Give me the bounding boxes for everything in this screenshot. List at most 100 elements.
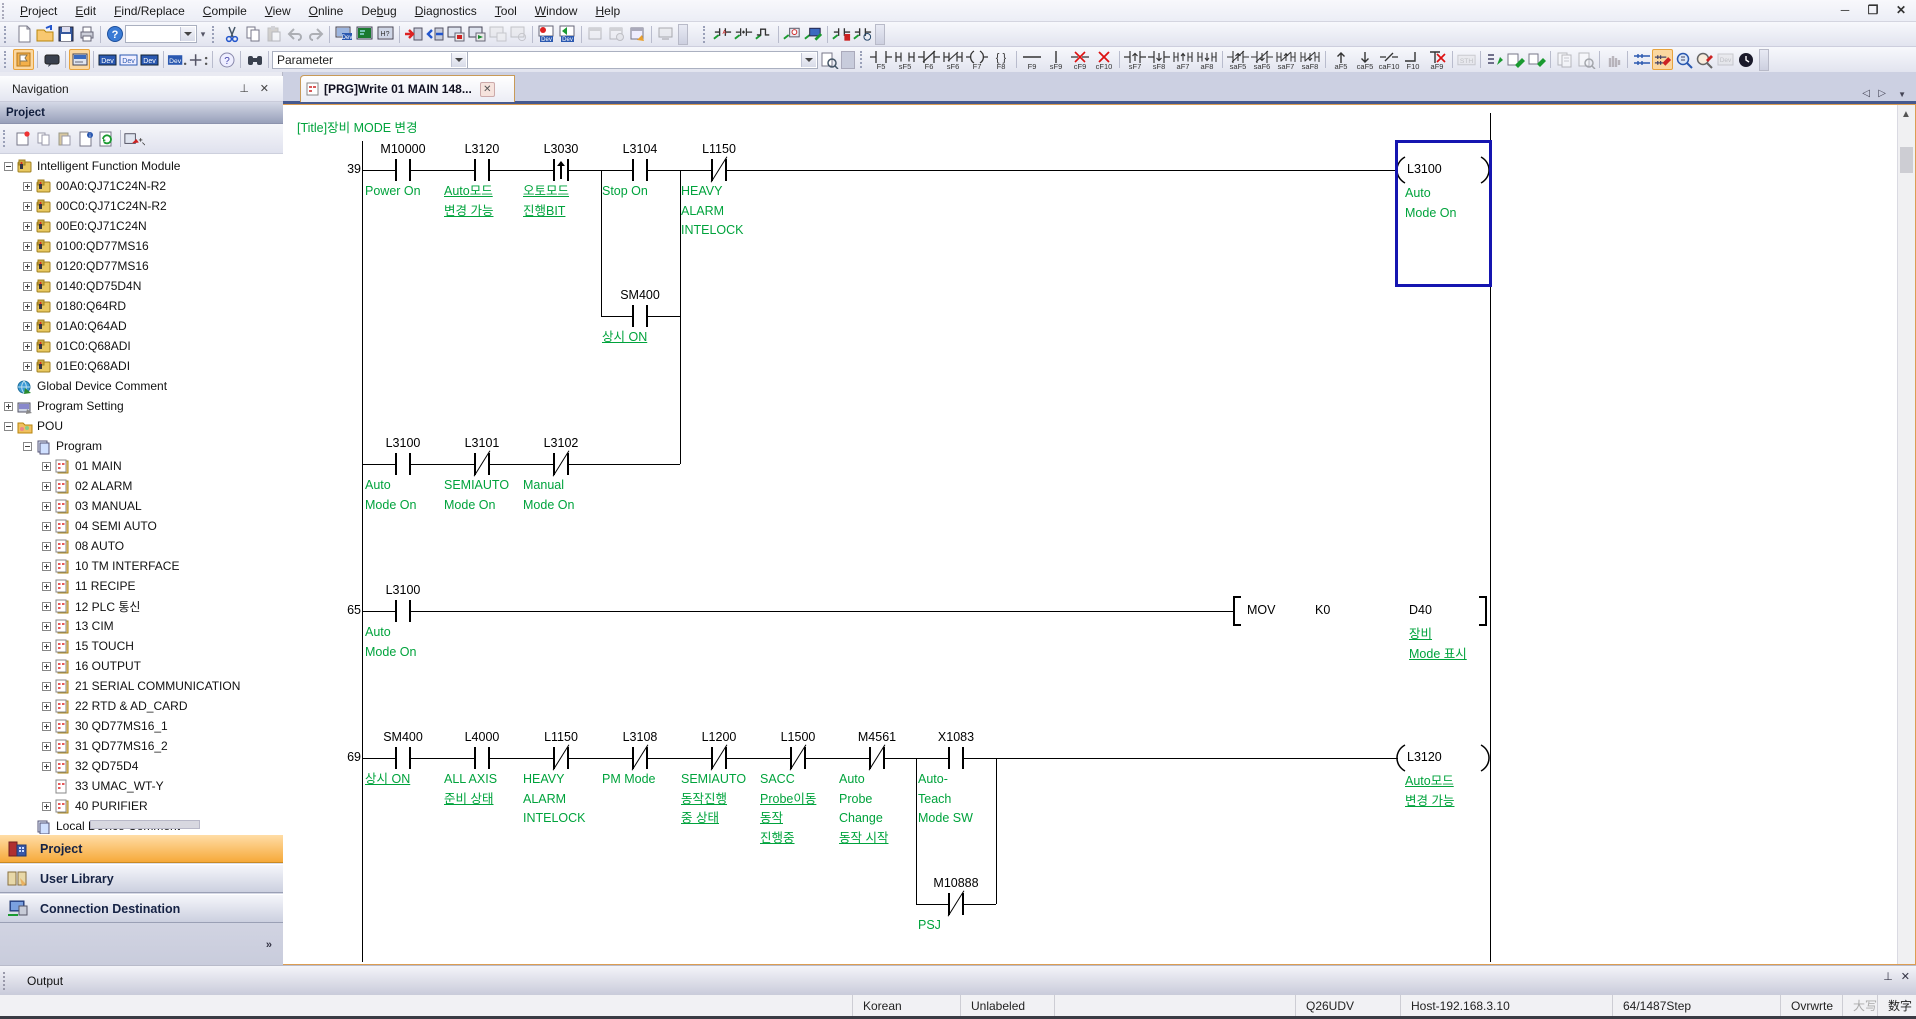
ladder-symbol-ppdn-button[interactable]: aF8 (1195, 48, 1219, 71)
tree-item-0180-q64rd[interactable]: 0180:Q64RD (23, 296, 126, 316)
tree-item-21-serial-communication[interactable]: 21 SERIAL COMMUNICATION (42, 676, 240, 696)
find-binoculars-icon[interactable] (244, 49, 265, 70)
monitor-a-icon[interactable] (487, 24, 508, 45)
tree-expand-box[interactable] (42, 581, 51, 591)
ladder-symbol-pnc-button[interactable]: sF6 (941, 48, 965, 71)
contact-L3102[interactable] (553, 453, 569, 475)
tree-item-00a0-qj71c24n-r2[interactable]: 00A0:QJ71C24N-R2 (23, 176, 166, 196)
refresh-icon[interactable] (96, 128, 117, 149)
sidebar-button-connection-destination[interactable]: Connection Destination (0, 894, 283, 923)
more-panels-chevron[interactable]: » (265, 939, 272, 951)
contact-M10888[interactable] (948, 893, 964, 915)
tree-expand-box[interactable] (42, 521, 51, 531)
open-project-icon[interactable] (34, 24, 55, 45)
read-from-plc-icon[interactable] (424, 24, 445, 45)
tree-item-11-recipe[interactable]: 11 RECIPE (42, 576, 135, 596)
ladder-symbol-nc-button[interactable]: F6 (917, 48, 941, 71)
contact-L1200[interactable] (711, 747, 727, 769)
contact-L4000[interactable] (474, 747, 490, 769)
tree-horizontal-scrollbar[interactable] (90, 820, 200, 829)
ladder-symbol-pno-button[interactable]: sF5 (893, 48, 917, 71)
docs-icon[interactable] (1554, 49, 1575, 70)
close-panel-icon[interactable]: ✕ (259, 83, 269, 95)
tree-expand-box[interactable] (42, 721, 51, 731)
contact-M10000[interactable] (395, 159, 411, 181)
window2-icon[interactable] (606, 24, 627, 45)
menu-edit[interactable]: Edit (75, 3, 97, 18)
tree-expand-box[interactable] (23, 361, 32, 371)
find-combo[interactable] (468, 50, 818, 69)
tab-prg-main[interactable]: [PRG]Write 01 MAIN 148... ✕ (300, 75, 515, 102)
watch-monitor-icon[interactable]: H? (375, 24, 396, 45)
tree-expand-box[interactable] (42, 741, 51, 751)
contact-L1150[interactable] (553, 747, 569, 769)
menu-debug[interactable]: Debug (361, 3, 397, 18)
print-icon[interactable] (76, 24, 97, 45)
crosshair-icon[interactable] (188, 49, 209, 70)
tree-item-02-alarm[interactable]: 02 ALARM (42, 476, 132, 496)
tree-expand-box[interactable] (23, 201, 32, 211)
undo-icon[interactable] (284, 24, 305, 45)
tree-item-31-qd77ms16-2[interactable]: 31 QD77MS16_2 (42, 736, 168, 756)
ladder-lines-icon[interactable] (1631, 49, 1652, 70)
tree-expand-box[interactable] (42, 561, 51, 571)
navigation-flag-icon[interactable] (13, 49, 34, 70)
devdot-icon[interactable]: Dev (167, 49, 188, 70)
ladder-symbol-pdn-button[interactable]: sF8 (1147, 48, 1171, 71)
device-red-icon[interactable]: Dev (536, 24, 557, 45)
monitor-stop-icon[interactable] (466, 24, 487, 45)
tree-expand-box[interactable] (42, 681, 51, 691)
paste-item-icon[interactable] (54, 128, 75, 149)
tree-expand-box[interactable] (23, 181, 32, 191)
contact-L3100[interactable] (395, 453, 411, 475)
tree-expand-box[interactable] (4, 161, 13, 171)
minimize-button[interactable]: ─ (1840, 3, 1850, 17)
tree-item-00c0-qj71c24n-r2[interactable]: 00C0:QJ71C24N-R2 (23, 196, 167, 216)
tree-expand-box[interactable] (23, 321, 32, 331)
menu-window[interactable]: Window (534, 3, 578, 18)
tree-item-12-plc-[interactable]: 12 PLC 통신 (42, 596, 140, 616)
tree-expand-box[interactable] (42, 461, 51, 471)
sidebar-button-user-library[interactable]: User Library (0, 864, 283, 893)
ladder-symbol-ppupn-button[interactable]: saF7 (1274, 48, 1298, 71)
tree-expand-box[interactable] (23, 441, 32, 451)
monitor-window-icon[interactable] (69, 49, 90, 70)
dev-gray-icon[interactable]: Dev (1715, 49, 1736, 70)
coil-symbol-L3120[interactable] (1395, 743, 1491, 776)
help2-icon[interactable]: ? (216, 49, 237, 70)
ladder-symbol-pupn-button[interactable]: saF5 (1226, 48, 1250, 71)
ladder-edit-icon[interactable] (1652, 49, 1673, 70)
ladder-symbol-delx-button[interactable]: caF10 (1377, 48, 1401, 71)
ladder-symbol-no-button[interactable]: F5 (869, 48, 893, 71)
redo-icon[interactable] (305, 24, 326, 45)
tree-expand-box[interactable] (42, 621, 51, 631)
menu-findreplace[interactable]: Find/Replace (114, 3, 185, 18)
tree-expand-box[interactable] (23, 261, 32, 271)
device-test-icon[interactable] (782, 24, 803, 45)
contact-mag-icon[interactable] (852, 24, 873, 45)
dev3-icon[interactable]: Dev (139, 49, 160, 70)
doc-mag-icon[interactable] (818, 49, 839, 70)
cut-icon[interactable] (221, 24, 242, 45)
tree-expand-box[interactable] (42, 481, 51, 491)
ladder-symbol-coil-button[interactable]: F7 (965, 48, 989, 71)
tree-expand-box[interactable] (42, 501, 51, 511)
output-close-icon[interactable]: ✕ (1900, 971, 1910, 983)
tree-expand-box[interactable] (42, 661, 51, 671)
ladder-symbol-inst-button[interactable]: { }F8 (995, 52, 1007, 71)
tree-item-13-cim[interactable]: 13 CIM (42, 616, 114, 636)
sth-icon[interactable]: STH (1456, 49, 1477, 70)
window3-icon[interactable] (627, 24, 648, 45)
device-green-icon[interactable]: Dev (557, 24, 578, 45)
tab-list-icon[interactable]: ▼ (1898, 90, 1906, 99)
pc-icon[interactable] (655, 24, 676, 45)
save-icon[interactable] (55, 24, 76, 45)
screen-pencil-icon[interactable] (803, 24, 824, 45)
zoom-doc-icon[interactable] (1673, 49, 1694, 70)
sidebar-button-project[interactable]: Project (0, 834, 283, 863)
contact-L3108[interactable] (632, 747, 648, 769)
pin-icon[interactable]: ⊥ (239, 83, 249, 95)
write-to-plc-icon[interactable] (403, 24, 424, 45)
contact-L1500[interactable] (790, 747, 806, 769)
execute-monitor-icon[interactable] (354, 24, 375, 45)
